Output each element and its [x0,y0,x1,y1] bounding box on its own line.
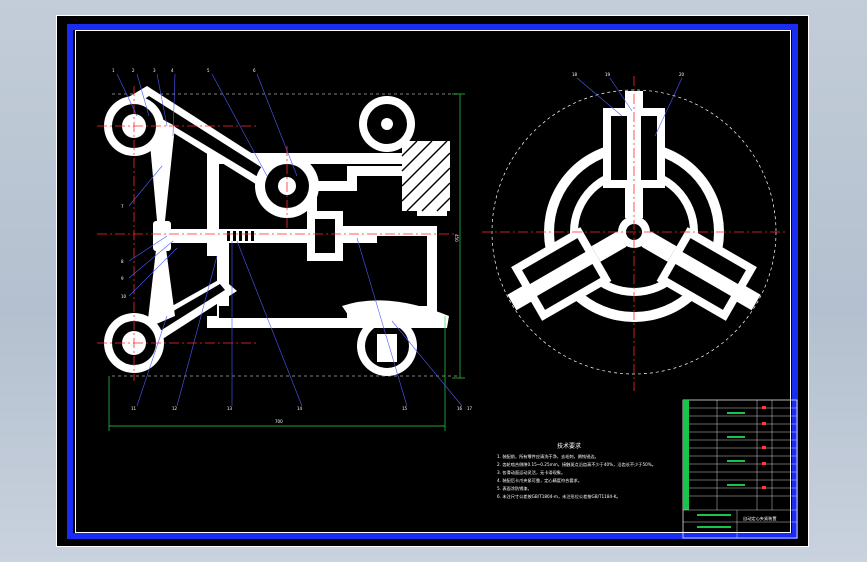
note-4: 4. 装配后卡爪夹紧可靠，定心精度符合要求。 [497,477,582,484]
hatch-lines [401,140,451,212]
dim-height-label: 450 [454,234,459,242]
svg-text:10: 10 [121,294,127,299]
svg-text:5: 5 [207,68,210,73]
technical-notes: 技术要求 1. 装配前，所有零件应清洗干净，去毛刺，倒钝锐边。 2. 齿轮啮合侧… [497,442,656,500]
centerlines-right [482,76,787,391]
parts-list-grid [683,400,797,538]
cad-drawing: 700 450 1 2 3 4 5 6 7 8 [97,68,798,539]
svg-text:19: 19 [605,72,611,77]
svg-text:9: 9 [121,276,124,281]
note-2: 2. 齿轮啮合侧隙0.15~0.25mm，接触斑点沿齿高不少于40%，沿齿长不少… [497,461,656,468]
top-right-roller-hub [381,118,393,130]
jaw-top-slot-b [641,116,657,180]
parts-list-green-marks [697,412,745,528]
jaw-lower-right [641,227,761,321]
svg-text:3: 3 [153,68,156,73]
svg-text:17: 17 [467,406,473,411]
svg-text:12: 12 [172,406,178,411]
note-1: 1. 装配前，所有零件应清洗干净，去毛刺，倒钝锐边。 [497,453,599,460]
bearing-plate [207,216,217,256]
svg-text:20: 20 [679,72,685,77]
drawing-sheet: 700 450 1 2 3 4 5 6 7 8 [56,15,809,547]
svg-text:8: 8 [121,259,124,264]
right-view: 18 19 20 [482,72,787,391]
svg-text:6: 6 [253,68,256,73]
parts-list-red-marks [762,406,766,489]
wedge [342,300,449,328]
svg-text:11: 11 [131,406,137,411]
title-block: 自动定心夹紧装置 [682,399,798,539]
svg-text:7: 7 [121,204,124,209]
vertical-link-lower [147,241,175,328]
upper-arm-slot [137,96,272,180]
right-leaders [576,77,683,137]
left-callouts: 1 2 3 4 5 6 7 8 9 10 11 12 13 14 15 16 1… [112,68,473,411]
handwheel [153,221,171,251]
leader-lines [116,73,463,407]
inner-border [75,30,791,533]
svg-text:13: 13 [227,406,233,411]
svg-text:1: 1 [112,68,115,73]
svg-text:2: 2 [132,68,135,73]
jaw-lower-left [507,227,627,321]
note-3: 3. 各滑动面运动灵活，无卡滞现象。 [497,469,565,476]
svg-text:16: 16 [457,406,463,411]
left-view: 700 450 1 2 3 4 5 6 7 8 [97,68,473,431]
notes-title: 技术要求 [557,442,581,450]
gear-box-inner [315,219,335,253]
screw-shaft [167,229,377,243]
dimensions [108,93,465,431]
svg-text:15: 15 [402,406,408,411]
jaw-top-slot-a [611,116,627,180]
title-block-green-bar [683,400,689,510]
title-block-name: 自动定心夹紧装置 [743,515,777,522]
dim-width-label: 700 [275,419,283,424]
lower-arm-slot [137,284,225,338]
sheet-border [67,24,798,539]
note-5: 5. 表面涂防锈漆。 [497,485,532,492]
centerlines-left [97,86,457,381]
right-callouts: 18 19 20 [572,72,685,77]
note-6: 6. 未注尺寸公差按GB/T1804-m，未注形位公差按GB/T1184-K。 [497,493,621,500]
svg-text:14: 14 [297,406,303,411]
svg-text:4: 4 [171,68,174,73]
svg-text:18: 18 [572,72,578,77]
